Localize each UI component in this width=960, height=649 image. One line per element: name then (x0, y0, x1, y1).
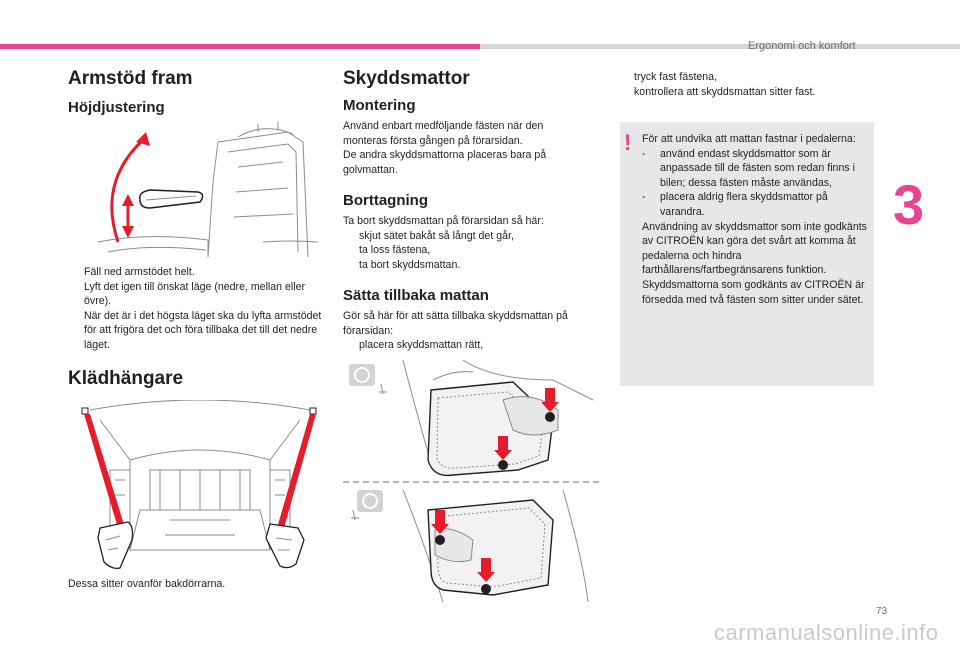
removal-intro: Ta bort skyddsmattan på förarsidan så hä… (343, 215, 544, 227)
list-item: kontrollera att skyddsmattan sitter fast… (618, 85, 874, 100)
list-item: Fäll ned armstödet helt. (68, 265, 324, 280)
bullet-icon (618, 85, 634, 100)
warning-item-text: använd endast skyddsmattor som är anpass… (660, 147, 855, 189)
bullet-icon (343, 338, 359, 353)
header-accent-bar (0, 44, 480, 49)
step-text: tryck fast fästena, (634, 71, 718, 83)
header-title: Ergonomi och komfort (748, 40, 856, 52)
armrest-steps: Fäll ned armstödet helt. Lyft det igen t… (68, 265, 324, 353)
driver-mat-panel (349, 360, 594, 477)
floor-mat-illustration (343, 360, 601, 602)
step-text: skjut sätet bakåt så långt det går, (359, 229, 514, 242)
dash-marker: - (642, 191, 646, 204)
height-adjust-subtitle: Höjdjustering (68, 99, 165, 116)
refit-intro: Gör så här för att sätta tillbaka skydds… (343, 310, 568, 337)
fitting-steps: tryck fast fästena, kontrollera att skyd… (618, 70, 874, 99)
step-text: När det är i det högsta läget ska du lyf… (84, 309, 322, 351)
coat-hanger-title: Klädhängare (68, 368, 184, 389)
armrest-illustration (88, 122, 328, 262)
coat-hanger-caption: Dessa sitter ovanför bakdörrarna. (68, 578, 226, 590)
step-text: ta loss fästena, (359, 244, 431, 257)
bullet-icon (343, 229, 359, 244)
removal-text: Ta bort skyddsmattan på förarsidan så hä… (343, 214, 583, 272)
warning-list-item: - placera aldrig flera skyddsmattor på v… (642, 190, 868, 219)
passenger-mat-panel (351, 489, 589, 602)
list-item: När det är i det högsta läget ska du lyf… (68, 309, 324, 353)
warning-item-text: placera aldrig flera skyddsmattor på var… (660, 191, 828, 218)
list-item: tryck fast fästena, (618, 70, 874, 85)
coat-hanger-illustration (70, 400, 330, 572)
refit-text: Gör så här för att sätta tillbaka skydds… (343, 309, 583, 353)
bullet-icon (68, 309, 84, 353)
step-text: Lyft det igen till önskat läge (nedre, m… (84, 280, 306, 308)
list-item: placera skyddsmattan rätt, (343, 338, 583, 353)
header-grey-bar (480, 44, 960, 49)
dash-marker: - (642, 147, 646, 160)
bullet-icon (618, 70, 634, 85)
bullet-icon (68, 280, 84, 309)
watermark: carmanualsonline.info (714, 620, 939, 645)
list-item: skjut sätet bakåt så långt det går, (343, 229, 583, 244)
page-number: 73 (876, 606, 888, 617)
warning-intro: För att undvika att mattan fastnar i ped… (642, 133, 856, 145)
fitting-paragraph: Använd enbart medföljande fästen när den… (343, 120, 544, 147)
fitting-subtitle: Montering (343, 97, 416, 114)
list-item: ta bort skyddsmattan. (343, 258, 583, 273)
fitting-text: Använd enbart medföljande fästen när den… (343, 119, 583, 177)
bullet-icon (343, 258, 359, 273)
exclamation-icon: ! (624, 130, 632, 155)
list-item: ta loss fästena, (343, 243, 583, 258)
warning-text: För att undvika att mattan fastnar i ped… (642, 132, 868, 307)
list-item: Lyft det igen till önskat läge (nedre, m… (68, 280, 324, 309)
warning-paragraph: Användning av skyddsmattor som inte godk… (642, 220, 867, 277)
step-text: placera skyddsmattan rätt, (359, 339, 484, 352)
bullet-icon (68, 265, 84, 280)
step-text: ta bort skyddsmattan. (359, 258, 461, 271)
removal-subtitle: Borttagning (343, 192, 428, 209)
chapter-number: 3 (893, 173, 925, 236)
warning-paragraph: Skyddsmattorna som godkänts av CITROËN ä… (642, 278, 865, 306)
warning-list-item: - använd endast skyddsmattor som är anpa… (642, 147, 868, 191)
step-text: kontrollera att skyddsmattan sitter fast… (634, 85, 816, 98)
warning-box: ! För att undvika att mattan fastnar i p… (620, 122, 874, 386)
step-text: Fäll ned armstödet helt. (84, 266, 195, 278)
floor-mats-title: Skyddsmattor (343, 68, 470, 89)
armrest-title: Armstöd fram (68, 68, 193, 89)
bullet-icon (343, 243, 359, 258)
refit-subtitle: Sätta tillbaka mattan (343, 287, 489, 304)
fitting-paragraph: De andra skyddsmattorna placeras bara på… (343, 149, 547, 176)
